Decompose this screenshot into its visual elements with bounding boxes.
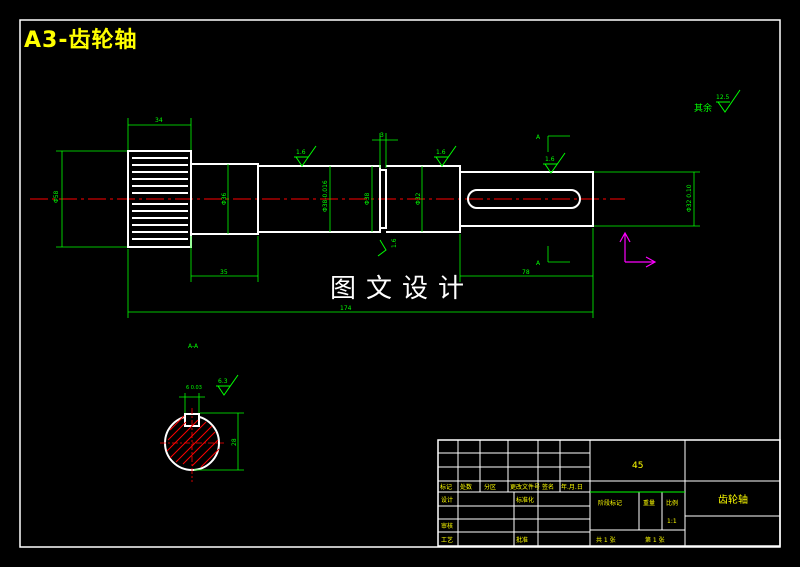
dim-groove-width: 3 (380, 132, 384, 139)
tb-material: 45 (632, 461, 643, 471)
shaft-outline (127, 150, 594, 248)
tb-weight: 重量 (643, 499, 655, 507)
tb-review: 审核 (441, 522, 453, 530)
dim-keyway-dia: Φ32 0.10 (686, 184, 693, 212)
keyway-slot (467, 189, 581, 209)
dim-total-length: 174 (340, 305, 352, 312)
roughness-rest-value: 12.5 (716, 94, 730, 101)
section-mark-top: A (536, 134, 541, 141)
tb-h-mark: 标记 (440, 483, 452, 491)
roughness-2: 1.6 (436, 149, 446, 156)
tb-sheets-total: 共 1 张 (596, 536, 616, 544)
shaft-seg-3 (386, 165, 461, 233)
dim-seg1-dia: Φ36 (221, 192, 228, 205)
tb-stage-mark: 阶段标记 (598, 499, 622, 507)
shaft-groove (380, 169, 387, 229)
dim-section-width: 6 0.03 (186, 385, 202, 391)
dim-len-seg4: 78 (522, 269, 530, 276)
tb-standardized: 标准化 (516, 496, 534, 504)
dim-gear-width: 34 (155, 117, 163, 124)
gear-body (127, 150, 192, 248)
shaft-seg-2 (258, 165, 381, 233)
watermark-text: 图文设计 (330, 274, 475, 304)
section-view (160, 393, 244, 482)
roughness-1: 1.6 (296, 149, 306, 156)
dim-gear-dia: Φ58 (53, 190, 60, 203)
sheet-title: A3-齿轮轴 (24, 28, 138, 53)
tb-h-sign: 签名 (542, 483, 554, 491)
section-mark-bottom: A (536, 260, 541, 267)
tb-h-date: 年.月.日 (561, 483, 583, 491)
tb-designer: 设计 (441, 496, 453, 504)
dim-len-seg1: 35 (220, 269, 228, 276)
shaft-seg-1 (191, 163, 259, 235)
sheet-border (19, 19, 781, 548)
tb-approve: 批准 (516, 536, 528, 544)
roughness-4: 1.6 (391, 238, 398, 248)
title-block (437, 439, 781, 547)
dim-seg2-dia: Φ38-0.016 (322, 180, 329, 212)
section-label: A-A (188, 343, 199, 350)
dimension-lines (56, 118, 700, 318)
roughness-rest-label: 其余 (694, 102, 712, 114)
gear-teeth (132, 157, 188, 240)
tb-h-count: 处数 (460, 483, 472, 491)
ucs-icon (619, 231, 657, 268)
tb-scale: 比例 (666, 499, 678, 507)
tb-h-zone: 分区 (484, 483, 496, 491)
dim-seg4-dia: Φ32 (415, 192, 422, 205)
roughness-5: 6.3 (218, 378, 228, 385)
tb-sheet-no: 第 1 张 (645, 536, 665, 544)
section-hatch (166, 415, 220, 468)
tb-scale-value: 1:1 (667, 518, 677, 525)
tb-h-change: 更改文件号 (510, 483, 540, 491)
dim-seg3-dia: Φ38 (364, 192, 371, 205)
shaft-seg-4 (460, 171, 594, 227)
tb-part-name: 齿轮轴 (718, 493, 748, 506)
roughness-symbols (216, 89, 741, 396)
dim-section-depth: 28 (231, 438, 238, 446)
tb-process: 工艺 (441, 536, 453, 544)
roughness-3: 1.6 (545, 156, 555, 163)
